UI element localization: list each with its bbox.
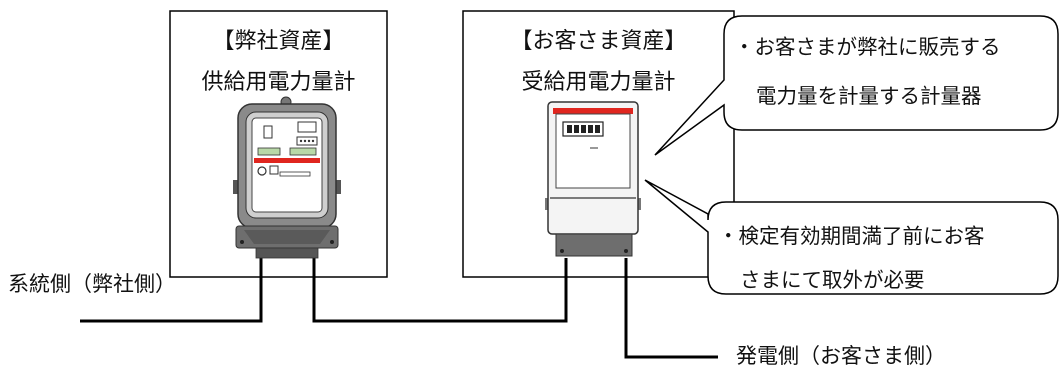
grid-wire xyxy=(80,258,263,323)
generation-meter-icon xyxy=(545,101,641,257)
callout-top-line2: 電力量を計量する計量器 xyxy=(756,84,982,108)
company-box-subtitle: 供給用電力量計 xyxy=(201,70,356,95)
wiring xyxy=(80,258,718,359)
supply-meter-icon xyxy=(233,96,341,259)
customer-asset-box xyxy=(462,10,735,278)
company-asset-box xyxy=(169,10,388,278)
meter-link-wire xyxy=(312,258,568,323)
callout-bottom-bubble xyxy=(644,179,1059,295)
grid-side-label: 系統側（弊社側） xyxy=(8,272,176,296)
callout-top-bubble xyxy=(654,15,1059,156)
generation-wire xyxy=(624,258,718,359)
generation-side-label: 発電側（お客さま側） xyxy=(736,344,946,368)
company-box-title: 【弊社資産】 xyxy=(212,29,345,54)
callout-bottom-line1: ・検定有効期間満了前にお客 xyxy=(718,224,985,248)
customer-box-title: 【お客さま資産】 xyxy=(510,29,687,54)
callout-bottom-line2: さまにて取外が必要 xyxy=(740,268,925,292)
callout-top-line1: ・お客さまが弊社に販売する xyxy=(734,35,1001,59)
customer-box-subtitle: 受給用電力量計 xyxy=(521,70,676,95)
